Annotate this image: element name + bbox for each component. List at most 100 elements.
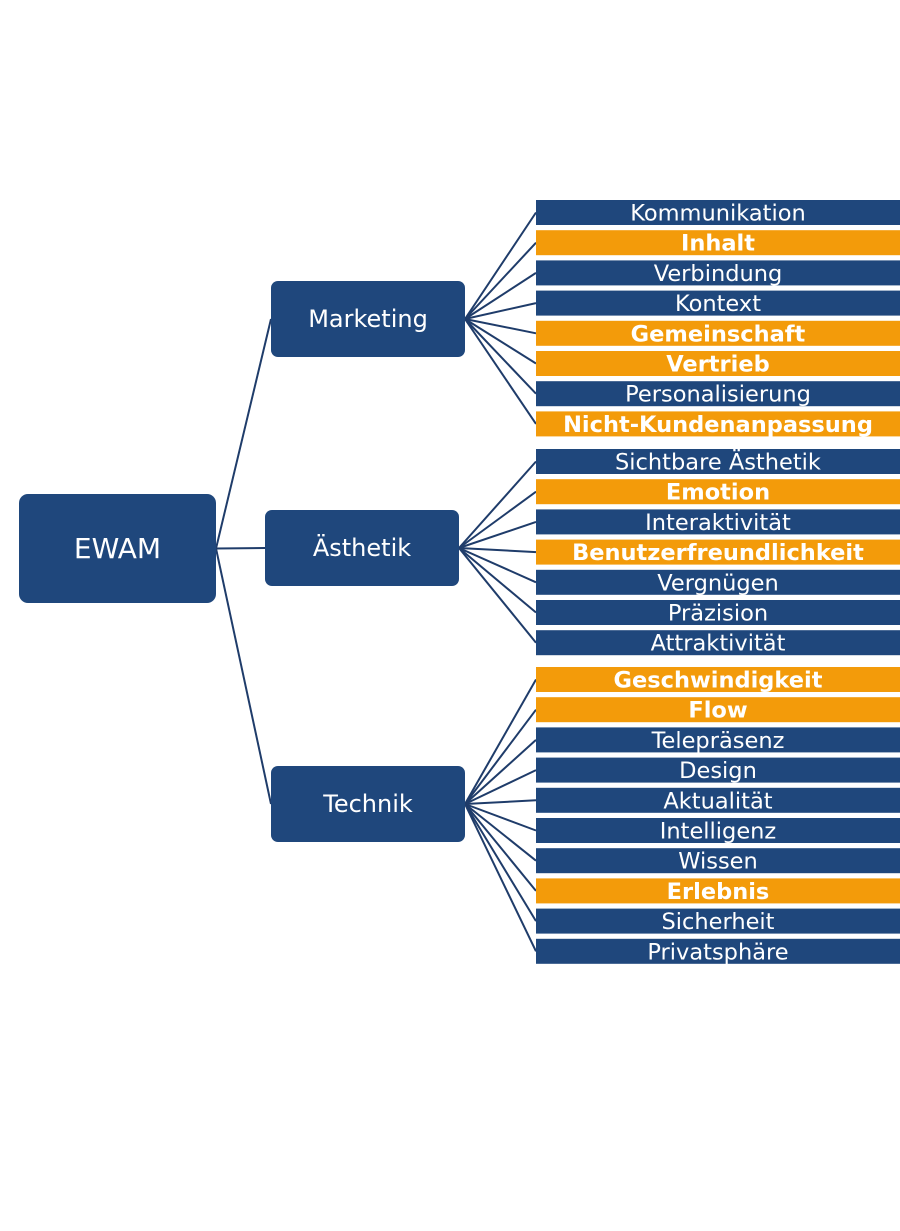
- connector-aesthetik-praezision: [458, 547, 537, 614]
- leaf-node-inhalt: Inhalt: [536, 230, 900, 257]
- leaf-node-vertrieb: Vertrieb: [536, 351, 900, 378]
- leaf-node-gemeinschaft: Gemeinschaft: [536, 320, 900, 347]
- leaf-node-benutzerfreundlichkeit: Benutzerfreundlichkeit: [536, 539, 900, 566]
- leaf-label: Attraktivität: [651, 631, 786, 657]
- leaf-label: Design: [679, 758, 757, 784]
- leaf-box: [536, 569, 900, 595]
- leaf-node-erlebnis: Erlebnis: [536, 878, 900, 905]
- leaf-label: Vertrieb: [666, 352, 769, 378]
- leaf-label: Gemeinschaft: [631, 321, 806, 347]
- leaf-box: [536, 509, 900, 535]
- connector-aesthetik-emotion: [458, 490, 537, 549]
- leaf-node-kontext: Kontext: [536, 290, 900, 317]
- connector-technik-design: [464, 769, 537, 805]
- branch-node-marketing: Marketing: [271, 281, 465, 357]
- leaf-node-telepraesenz: Telepräsenz: [536, 727, 900, 754]
- leaf-label: Kommunikation: [630, 201, 806, 227]
- leaf-label: Intelligenz: [660, 819, 777, 845]
- connector-marketing-nicht-kundenanpassung: [464, 318, 537, 425]
- connector-technik-wissen: [464, 803, 537, 862]
- connector-marketing-inhalt: [464, 242, 537, 320]
- leaf-node-kommunikation: Kommunikation: [536, 200, 900, 227]
- connector-marketing-verbindung: [464, 272, 537, 320]
- leaf-label: Verbindung: [654, 261, 783, 287]
- leaf-box-highlighted: [536, 539, 900, 565]
- connector-technik-intelligenz: [464, 803, 537, 832]
- leaf-node-emotion: Emotion: [536, 479, 900, 506]
- leaf-box: [536, 290, 900, 316]
- leaf-label: Flow: [688, 698, 747, 724]
- connector-aesthetik-vergnuegen: [458, 547, 537, 584]
- leaf-label: Interaktivität: [645, 510, 791, 536]
- leaf-box: [536, 848, 900, 874]
- leaf-label: Benutzerfreundlichkeit: [572, 540, 864, 566]
- leaf-node-geschwindigkeit: Geschwindigkeit: [536, 667, 900, 694]
- leaf-label: Inhalt: [681, 231, 755, 257]
- leaf-node-verbindung: Verbindung: [536, 260, 900, 287]
- leaf-box: [536, 200, 900, 225]
- connector-marketing-personalisierung: [464, 318, 537, 395]
- root-node-box: [19, 494, 216, 603]
- leaf-box-highlighted: [536, 667, 900, 692]
- branch-node-aesthetik: Ästhetik: [265, 510, 459, 586]
- leaf-label: Aktualität: [663, 788, 772, 814]
- connector-technik-flow: [464, 709, 537, 805]
- leaf-label: Sicherheit: [661, 909, 774, 935]
- leaf-node-wissen: Wissen: [536, 848, 900, 875]
- connector-technik-erlebnis: [464, 803, 537, 892]
- leaf-box: [536, 908, 900, 934]
- leaf-label: Emotion: [666, 480, 770, 506]
- leaf-label: Geschwindigkeit: [613, 668, 822, 694]
- leaf-node-nicht-kundenanpassung: Nicht-Kundenanpassung: [536, 411, 900, 438]
- leaf-node-personalisierung: Personalisierung: [536, 381, 900, 408]
- leaf-label: Vergnügen: [657, 570, 779, 596]
- connector-technik-privatsphaere: [464, 803, 537, 952]
- leaf-node-sichtbare-aesthetik: Sichtbare Ästhetik: [536, 448, 900, 476]
- leaf-label: Sichtbare Ästhetik: [615, 448, 821, 476]
- leaf-box-highlighted: [536, 697, 900, 723]
- branch-node-label: Technik: [322, 790, 413, 818]
- leaf-box: [536, 630, 900, 656]
- leaf-box: [536, 260, 900, 286]
- branch-node-box: [271, 281, 465, 357]
- connector-aesthetik-sichtbare-aesthetik: [458, 460, 537, 549]
- leaf-node-design: Design: [536, 757, 900, 784]
- leaf-box-highlighted: [536, 878, 900, 904]
- connector-marketing-gemeinschaft: [464, 318, 537, 335]
- leaf-box: [536, 938, 900, 964]
- leaf-node-vergnuegen: Vergnügen: [536, 569, 900, 596]
- connector-aesthetik-attraktivitaet: [458, 547, 537, 644]
- leaf-box-highlighted: [536, 320, 900, 346]
- leaf-box: [536, 787, 900, 813]
- leaf-label: Privatsphäre: [647, 939, 788, 965]
- leaf-box: [536, 757, 900, 783]
- connector-aesthetik-interaktivitaet: [458, 520, 537, 549]
- leaf-box-highlighted: [536, 411, 900, 437]
- branch-node-box: [271, 766, 465, 842]
- connector-root-marketing: [215, 318, 272, 549]
- root-node-label: EWAM: [74, 532, 161, 565]
- leaf-node-attraktivitaet: Attraktivität: [536, 630, 900, 657]
- leaf-box-highlighted: [536, 230, 900, 256]
- connector-root-technik: [215, 548, 272, 805]
- connector-marketing-kontext: [464, 302, 537, 320]
- branch-node-label: Marketing: [308, 305, 428, 333]
- leaf-label: Kontext: [675, 291, 761, 317]
- leaf-node-flow: Flow: [536, 697, 900, 724]
- leaf-box: [536, 727, 900, 753]
- leaf-box: [536, 449, 900, 474]
- connector-technik-aktualitaet: [464, 799, 537, 805]
- connector-technik-geschwindigkeit: [464, 679, 537, 805]
- leaf-box-highlighted: [536, 351, 900, 376]
- connector-marketing-vertrieb: [464, 318, 537, 365]
- leaf-node-sicherheit: Sicherheit: [536, 908, 900, 935]
- branch-node-technik: Technik: [271, 766, 465, 842]
- leaf-label: Wissen: [678, 849, 758, 875]
- leaf-label: Telepräsenz: [651, 728, 785, 754]
- root-node: EWAM: [19, 494, 216, 603]
- connector-aesthetik-benutzerfreundlichkeit: [458, 547, 537, 554]
- leaf-box: [536, 381, 900, 407]
- leaf-node-praezision: Präzision: [536, 600, 900, 627]
- leaf-node-privatsphaere: Privatsphäre: [536, 938, 900, 965]
